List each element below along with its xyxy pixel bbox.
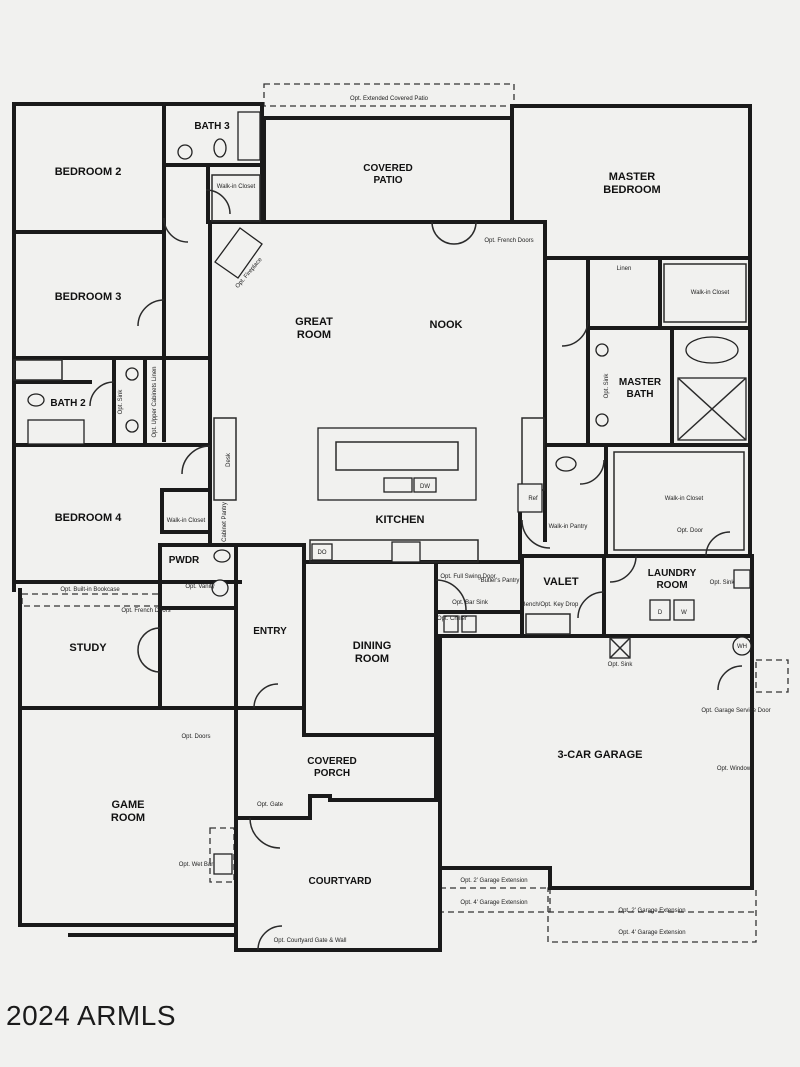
note-extended-patio: Opt. Extended Covered Patio	[350, 96, 429, 102]
room-covered-patio-2: PATIO	[373, 175, 402, 186]
room-labels: BEDROOM 2 BATH 3 COVERED PATIO MASTER BE…	[50, 121, 696, 887]
room-game-1: GAME	[112, 799, 145, 811]
note-walkin-closet-bed4: Walk-in Closet	[167, 518, 206, 524]
note-sink-bath2: Opt. Sink	[118, 389, 124, 415]
room-master-bedroom-2: BEDROOM	[603, 184, 660, 196]
note-dishwasher: DW	[420, 484, 430, 490]
room-dining-1: DINING	[353, 640, 392, 652]
room-bath-3: BATH 3	[194, 121, 230, 132]
note-dryer: D	[658, 610, 663, 616]
note-french-doors-nook: Opt. French Doors	[484, 238, 533, 244]
note-garage-ext-2b: Opt. 2' Garage Extension	[618, 908, 685, 914]
room-great-room-2: ROOM	[297, 329, 331, 341]
room-bedroom-4: BEDROOM 4	[55, 512, 123, 524]
note-cabinet-pantry: Cabinet Pantry	[222, 502, 228, 542]
note-french-doors-study: Opt. French Doors	[121, 608, 170, 614]
note-vanity: Opt. Vanity	[185, 584, 214, 590]
watermark-text: 2024 ARMLS	[6, 1000, 176, 1031]
note-butlers-pantry: Butler's Pantry	[481, 578, 520, 584]
note-walkin-pantry: Walk-in Pantry	[549, 524, 588, 530]
note-garage-ext-4b: Opt. 4' Garage Extension	[618, 930, 685, 936]
note-swing-door: Opt. Full Swing Door	[440, 574, 495, 580]
note-garage-ext-4a: Opt. 4' Garage Extension	[460, 900, 527, 906]
note-doors-game: Opt. Doors	[181, 734, 210, 740]
room-bedroom-2: BEDROOM 2	[55, 166, 122, 178]
room-bedroom-3: BEDROOM 3	[55, 291, 122, 303]
note-double-oven: DO	[318, 550, 327, 556]
note-refrigerator: Ref	[528, 496, 538, 502]
note-sink-laundry: Opt. Sink	[710, 580, 736, 586]
room-courtyard: COURTYARD	[309, 876, 372, 887]
room-porch-2: PORCH	[314, 768, 350, 779]
room-master-bath-1: MASTER	[619, 377, 662, 388]
note-walkin-closet-master: Walk-in Closet	[691, 290, 730, 296]
note-gate: Opt. Gate	[257, 802, 284, 808]
note-sink-master: Opt. Sink	[604, 373, 610, 399]
note-sink-garage: Opt. Sink	[608, 662, 634, 668]
room-covered-patio-1: COVERED	[363, 163, 412, 174]
note-upper-cabinets: Opt. Upper Cabinets Linen	[152, 366, 158, 437]
note-service-door: Opt. Garage Service Door	[701, 708, 770, 714]
note-walkin-closet-bath3: Walk-in Closet	[217, 184, 256, 190]
room-master-bath-2: BATH	[626, 389, 653, 400]
room-nook: NOOK	[430, 319, 463, 331]
note-chiller: Opt. Chiller	[437, 616, 467, 622]
fixtures	[13, 111, 752, 951]
note-window: Opt. Window	[717, 766, 752, 772]
note-washer: W	[681, 610, 687, 616]
note-bench: Bench/Opt. Key Drop	[522, 602, 579, 608]
room-great-room-1: GREAT	[295, 316, 333, 328]
room-porch-1: COVERED	[307, 756, 356, 767]
room-dining-2: ROOM	[355, 653, 389, 665]
note-bookcase: Opt. Built-in Bookcase	[60, 587, 120, 593]
note-water-heater: WH	[737, 644, 747, 650]
note-courtyard-gate: Opt. Courtyard Gate & Wall	[274, 938, 347, 944]
room-bath-2: BATH 2	[50, 398, 86, 409]
room-laundry-2: ROOM	[656, 580, 687, 591]
note-desk: Desk	[226, 452, 232, 467]
room-pwdr: PWDR	[169, 555, 200, 566]
room-entry: ENTRY	[253, 626, 287, 637]
room-laundry-1: LAUNDRY	[648, 568, 697, 579]
room-garage: 3-CAR GARAGE	[558, 749, 643, 761]
note-walkin-closet-master2: Walk-in Closet	[665, 496, 704, 502]
note-bar-sink: Opt. Bar Sink	[452, 600, 489, 606]
room-master-bedroom-1: MASTER	[609, 171, 656, 183]
room-kitchen: KITCHEN	[376, 514, 425, 526]
note-wet-bar: Opt. Wet Bar	[179, 862, 214, 868]
note-opt-door: Opt. Door	[677, 528, 703, 534]
room-study: STUDY	[69, 642, 107, 654]
note-linen-master: Linen	[617, 266, 632, 272]
note-garage-ext-2a: Opt. 2' Garage Extension	[460, 878, 527, 884]
room-valet: VALET	[543, 576, 579, 588]
room-game-2: ROOM	[111, 812, 145, 824]
